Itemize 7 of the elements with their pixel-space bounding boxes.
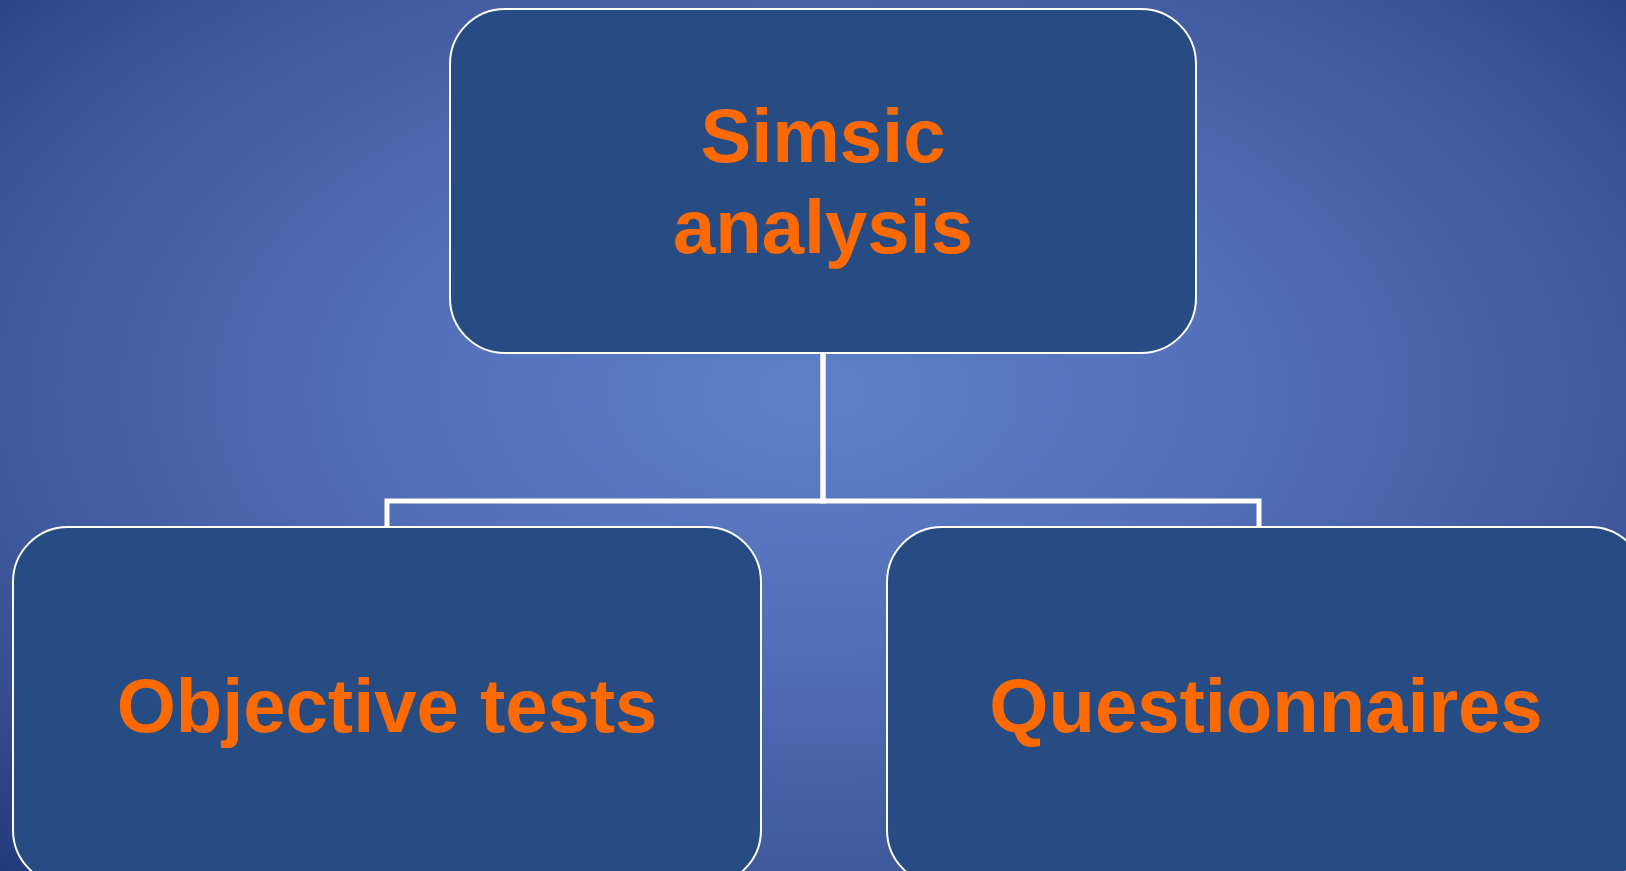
- rounded-box: [449, 8, 1197, 354]
- box-label: Objective tests: [116, 662, 658, 751]
- connector-line: [820, 354, 1262, 526]
- box-label: Simsic analysis: [672, 91, 974, 271]
- box-label: Questionnaires: [989, 662, 1543, 751]
- rounded-box: [886, 526, 1626, 871]
- rounded-box: [12, 526, 762, 871]
